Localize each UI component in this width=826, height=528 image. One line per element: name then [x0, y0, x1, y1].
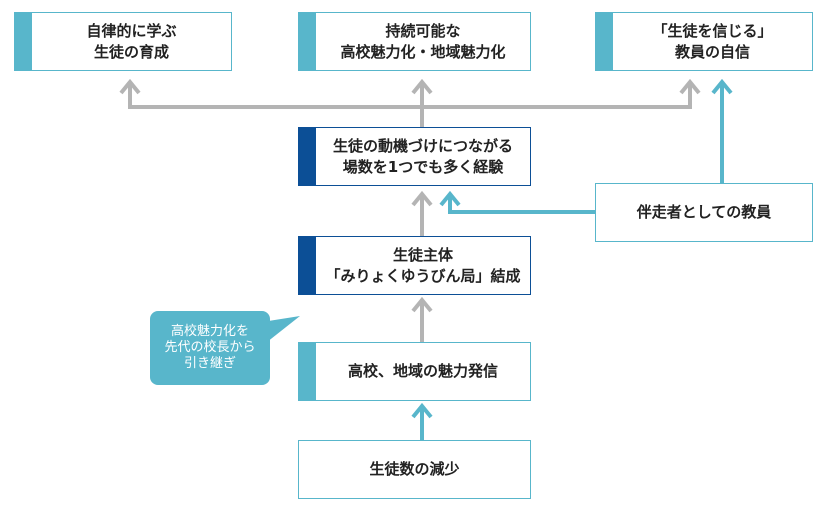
teacher-to-confidence-arrowhead	[711, 78, 733, 95]
outcome-label-teacher-confidence: 「生徒を信じる」 教員の自信	[652, 21, 773, 61]
arrowhead-to-left-outcome	[119, 78, 141, 95]
callout-bubble: 高校魅力化を 先代の校長から 引き継ぎ	[150, 311, 270, 385]
box-accent-bar	[299, 128, 316, 185]
promotion-label: 高校、地域の魅力発信	[347, 362, 498, 380]
motivation-box: 生徒の動機づけにつながる 場数を1つでも多く経験	[298, 127, 531, 186]
student-org-label: 生徒主体 「みりょくゆうびん局」結成	[325, 245, 521, 285]
student-org-box: 生徒主体 「みりょくゆうびん局」結成	[298, 236, 531, 295]
box-accent-bar	[299, 13, 316, 70]
promotion-box: 高校、地域の魅力発信	[298, 342, 531, 401]
outcome-box-sustainable-appeal: 持続可能な 高校魅力化・地域魅力化	[298, 12, 531, 71]
outcome-label-sustainable-appeal: 持続可能な 高校魅力化・地域魅力化	[340, 21, 506, 61]
box-accent-bar	[299, 237, 316, 294]
outcome-box-teacher-confidence: 「生徒を信じる」 教員の自信	[595, 12, 813, 71]
teacher-box: 伴走者としての教員	[595, 183, 813, 242]
outcome-connector-line	[128, 82, 692, 109]
org-to-motivation-arrowhead	[411, 190, 433, 207]
box-accent-bar	[596, 13, 613, 70]
outcome-label-autonomous-learning: 自律的に学ぶ 生徒の育成	[86, 21, 177, 61]
teacher-to-motivation-arrow-line	[448, 194, 595, 214]
callout-text: 高校魅力化を 先代の校長から 引き継ぎ	[164, 324, 256, 371]
teacher-to-motivation-arrowhead	[439, 190, 461, 207]
motivation-label: 生徒の動機づけにつながる 場数を1つでも多く経験	[332, 136, 513, 176]
outcome-branch-arrows	[119, 78, 701, 127]
promotion-to-org-arrowhead	[411, 296, 433, 313]
outcome-box-autonomous-learning: 自律的に学ぶ 生徒の育成	[14, 12, 232, 71]
arrowhead-to-right-outcome	[679, 78, 701, 95]
box-accent-bar	[299, 343, 316, 400]
box-accent-bar	[15, 13, 32, 70]
decline-label: 生徒数の減少	[369, 460, 460, 478]
teacher-label: 伴走者としての教員	[636, 203, 772, 221]
arrowhead-to-center-outcome	[411, 78, 433, 95]
decline-box: 生徒数の減少	[298, 440, 531, 499]
decline-to-promotion-arrowhead	[411, 402, 433, 419]
